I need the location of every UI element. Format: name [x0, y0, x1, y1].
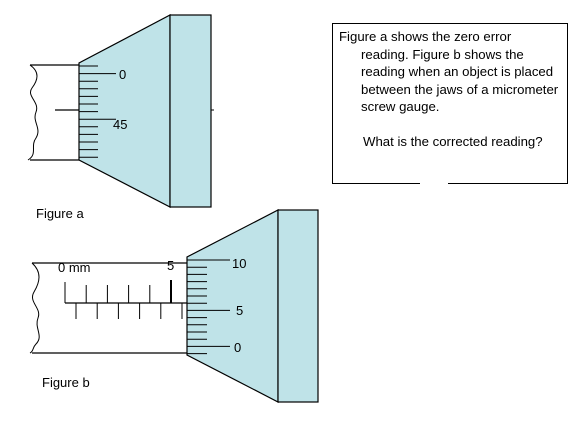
question-box: Figure a shows the zero error reading. F…: [332, 23, 568, 184]
figure-b-thimble-mark-0: 0: [234, 340, 241, 355]
figure-a-thimble-taper: [78, 14, 171, 208]
figure-b-frame-outline: [32, 262, 187, 354]
figure-a-mark-0: 0: [119, 67, 126, 82]
figure-b-sleeve-mark-5: 5: [167, 258, 174, 273]
figure-b-thimble-ticks: [187, 259, 230, 355]
question-description: Figure a shows the zero error reading. F…: [339, 29, 559, 114]
figure-a-micrometer: 0 45: [27, 14, 214, 208]
figure-a-thimble-barrel: [169, 14, 212, 208]
box-border-gap: [420, 181, 448, 187]
figure-a-mark-45: 45: [113, 117, 127, 132]
figure-b-micrometer: 0 mm 5 10 5 0: [29, 209, 319, 403]
figure-b-thimble-barrel: [277, 209, 319, 403]
figure-a-label: Figure a: [36, 206, 84, 221]
figure-b-thimble-mark-10: 10: [232, 256, 246, 271]
figure-b-break-line: [29, 262, 40, 354]
figure-b-sleeve-ticks: [64, 280, 183, 319]
figure-b-thimble-taper: [186, 209, 279, 403]
figure-a-thimble-ticks: [79, 65, 116, 158]
figure-b-label: Figure b: [42, 375, 90, 390]
figure-b-thimble-mark-5: 5: [236, 303, 243, 318]
figure-a-frame-outline: [30, 64, 79, 161]
question-prompt: What is the corrected reading?: [363, 133, 543, 149]
figure-b-sleeve-mark-0mm: 0 mm: [58, 260, 91, 275]
figure-a-break-line: [27, 64, 39, 161]
